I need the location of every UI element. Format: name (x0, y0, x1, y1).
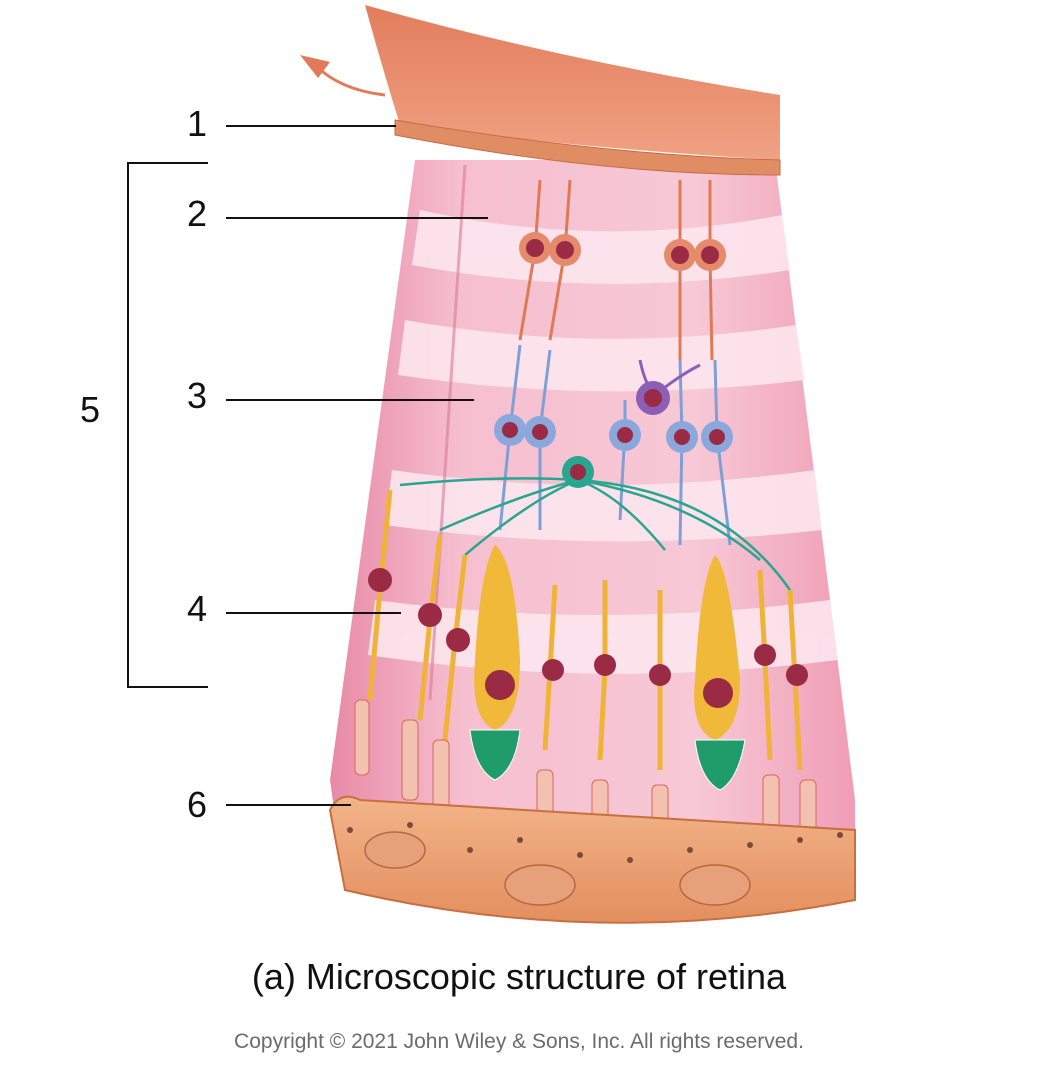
rod-outer-segment (401, 719, 419, 801)
ganglion-nucleus (556, 241, 574, 259)
copyright-notice: Copyright © 2021 John Wiley & Sons, Inc.… (234, 1030, 804, 1053)
photoreceptors (354, 489, 817, 866)
cone-outer-segment (694, 739, 746, 791)
leader-line-3 (226, 399, 474, 401)
label-2: 2 (187, 193, 208, 234)
leader-line-1 (226, 125, 396, 127)
top-membrane-edge (394, 119, 781, 176)
ganglion-nucleus (526, 239, 544, 257)
bipolar-nucleus (532, 424, 548, 440)
ganglion-nucleus (671, 246, 689, 264)
pigment-granules (347, 822, 843, 863)
optic-nerve-arrow (313, 63, 386, 97)
bracket-5 (127, 162, 208, 688)
leader-line-6 (226, 804, 351, 806)
epithelial-nuclei (364, 831, 751, 906)
bipolar-nucleus (709, 429, 725, 445)
leader-line-2 (226, 217, 488, 219)
bipolar-cells (494, 344, 733, 546)
bipolar-nucleus (502, 422, 518, 438)
rod-outer-segment (354, 699, 370, 776)
optic-nerve-arrowhead (300, 55, 330, 78)
label-5: 5 (80, 389, 101, 430)
figure-caption: (a) Microscopic structure of retina (251, 956, 787, 997)
ganglion-cells (518, 179, 726, 361)
bipolar-nucleus (674, 429, 690, 445)
label-3: 3 (187, 375, 208, 416)
retina-bands (368, 210, 838, 674)
bipolar-nucleus (617, 427, 633, 443)
label-4: 4 (187, 588, 208, 629)
top-membrane-sheet (365, 5, 780, 160)
amacrine-nucleus (644, 389, 662, 407)
leader-line-4 (226, 612, 401, 614)
cone-outer-segment (469, 729, 521, 781)
ganglion-nucleus (701, 246, 719, 264)
label-1: 1 (187, 103, 208, 144)
label-6: 6 (187, 784, 208, 825)
horizontal-cell-nucleus (570, 464, 586, 480)
